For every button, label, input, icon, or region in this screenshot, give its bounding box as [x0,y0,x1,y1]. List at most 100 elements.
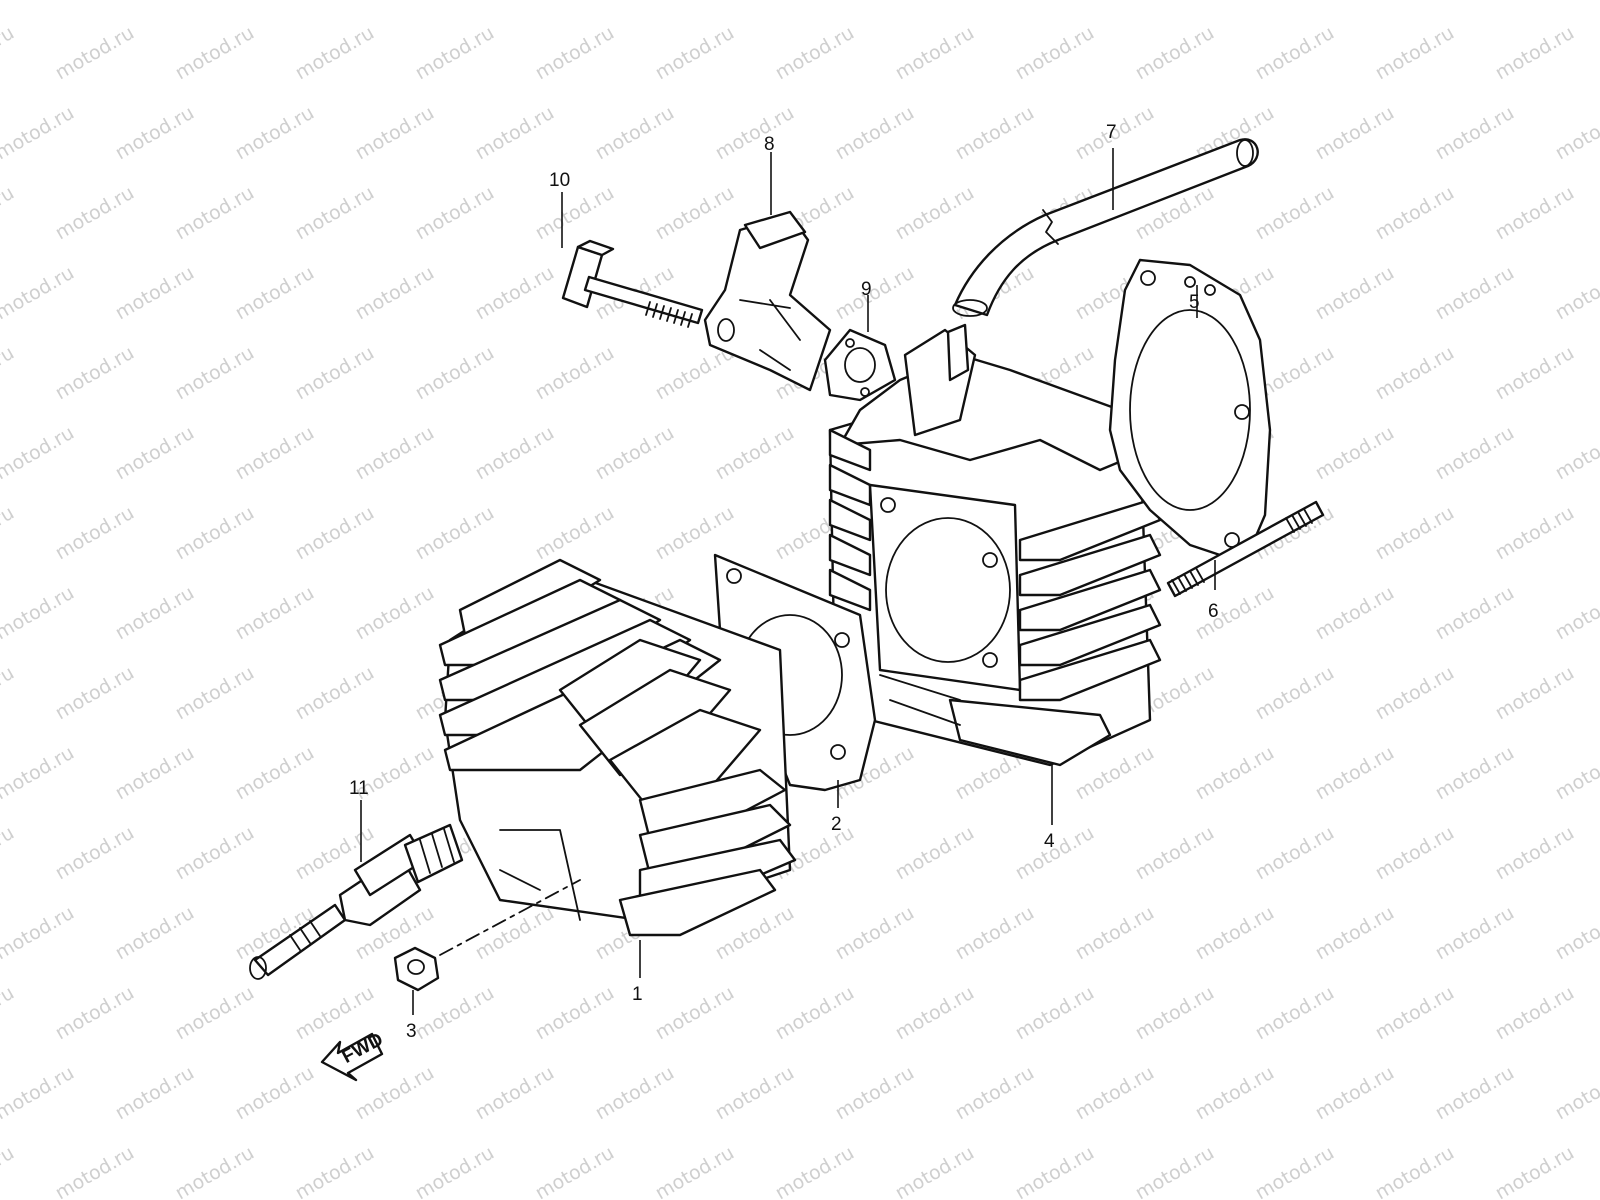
watermark-text: motod.ru [952,102,1038,165]
watermark-text: motod.ru [112,0,198,4]
watermark-text: motod.ru [832,262,918,325]
watermark-text: motod.ru [1312,102,1398,165]
watermark-text: motod.ru [1552,0,1600,4]
watermark-text: motod.ru [652,982,738,1045]
watermark-text: motod.ru [592,102,678,165]
watermark-text: motod.ru [1492,22,1578,85]
watermark-text: motod.ru [952,1062,1038,1125]
part-8-cap [703,210,832,392]
watermark-text: motod.ru [172,502,258,565]
watermark-text: motod.ru [292,502,378,565]
watermark-text: motod.ru [112,1062,198,1125]
watermark-text: motod.ru [412,1142,498,1200]
watermark-text: motod.ru [532,22,618,85]
callout-1: 1 [632,984,643,1005]
watermark-text: motod.ru [952,0,1038,4]
watermark-text: motod.ru [1492,502,1578,565]
head-fins-right [948,498,1162,767]
watermark-text: motod.ru [0,0,78,4]
part-9-gasket [823,328,897,402]
watermark-text: motod.ru [1492,1142,1578,1200]
watermark-text: motod.ru [1132,22,1218,85]
watermark-text: motod.ru [0,742,78,805]
watermark-text: motod.ru [1432,582,1518,645]
watermark-text: motod.ru [292,182,378,245]
watermark-text: motod.ru [1372,22,1458,85]
watermark-text: motod.ru [592,0,678,4]
watermark-text: motod.ru [292,662,378,725]
callouts: 1 2 3 4 5 6 7 8 9 10 11 [349,122,1219,1042]
head-fins-left [828,428,872,612]
watermark-text: motod.ru [172,662,258,725]
watermark-text: motod.ru [1432,262,1518,325]
watermark-text: motod.ru [1312,742,1398,805]
watermark-text: motod.ru [472,902,558,965]
watermark-text: motod.ru [1372,662,1458,725]
watermark-text: motod.ru [1012,1142,1098,1200]
watermark-text: motod.ru [1252,182,1338,245]
watermark-text: motod.ru [112,902,198,965]
watermark-text: motod.ru [1252,22,1338,85]
watermark-text: motod.ru [592,422,678,485]
watermark-text: motod.ru [0,902,78,965]
watermark-text: motod.ru [772,22,858,85]
watermark-text: motod.ru [112,422,198,485]
watermark-text: motod.ru [52,342,138,405]
watermark-text: motod.ru [772,1142,858,1200]
watermark-text: motod.ru [892,1142,978,1200]
watermark-text: motod.ru [0,182,18,245]
watermark-text: motod.ru [1492,342,1578,405]
watermark-text: motod.ru [1132,1142,1218,1200]
watermark-text: motod.ru [232,102,318,165]
watermark-text: motod.ru [832,902,918,965]
watermark-text: motod.ru [52,662,138,725]
watermark-text: motod.ru [0,262,78,325]
part-3-nut [393,946,440,992]
watermark-text: motod.ru [1432,742,1518,805]
watermark-text: motod.ru [1132,982,1218,1045]
watermark-text: motod.ru [52,22,138,85]
watermark-text: motod.ru [1312,582,1398,645]
watermark-text: motod.ru [1072,902,1158,965]
watermark-text: motod.ru [772,982,858,1045]
callout-11: 11 [349,778,369,799]
watermark-text: motod.ru [292,1142,378,1200]
watermark-text: motod.ru [1012,22,1098,85]
watermark-text: motod.ru [232,742,318,805]
watermark-text: motod.ru [1312,422,1398,485]
watermark-text: motod.ru [1432,102,1518,165]
callout-9: 9 [861,279,872,300]
watermark-text: motod.ru [1012,822,1098,885]
part-4-cylinder-head [828,323,1162,767]
watermark-text: motod.ru [892,182,978,245]
watermark-text: motod.ru [1192,1062,1278,1125]
watermark-text: motod.ru [652,1142,738,1200]
watermark-text: motod.ru [1072,0,1158,4]
watermark-text: motod.ru [352,582,438,645]
part-1-cylinder [438,558,797,937]
watermark-text: motod.ru [1132,822,1218,885]
watermark-text: motod.ru [1372,822,1458,885]
watermark-text: motod.ru [52,1142,138,1200]
watermark-text: motod.ru [1492,822,1578,885]
watermark-text: motod.ru [52,982,138,1045]
watermark-text: motod.ru [1372,182,1458,245]
watermark-text: motod.ru [892,822,978,885]
watermark-text: motod.ru [892,982,978,1045]
callout-8: 8 [764,134,775,155]
watermark-text: motod.ru [232,422,318,485]
watermark-text: motod.ru [172,982,258,1045]
watermark-text: motod.ru [232,582,318,645]
watermark-text: motod.ru [1192,582,1278,645]
watermark-text: motod.ru [1492,982,1578,1045]
part-10-bolt [561,239,704,328]
watermark-text: motod.ru [472,262,558,325]
watermark-text: motod.ru [172,342,258,405]
watermark-text: motod.ru [232,262,318,325]
watermark-text: motod.ru [832,0,918,4]
watermark-text: motod.ru [712,422,798,485]
watermark-text: motod.ru [532,982,618,1045]
watermark-text: motod.ru [1072,1062,1158,1125]
callout-7: 7 [1106,122,1117,143]
watermark-text: motod.ru [172,22,258,85]
